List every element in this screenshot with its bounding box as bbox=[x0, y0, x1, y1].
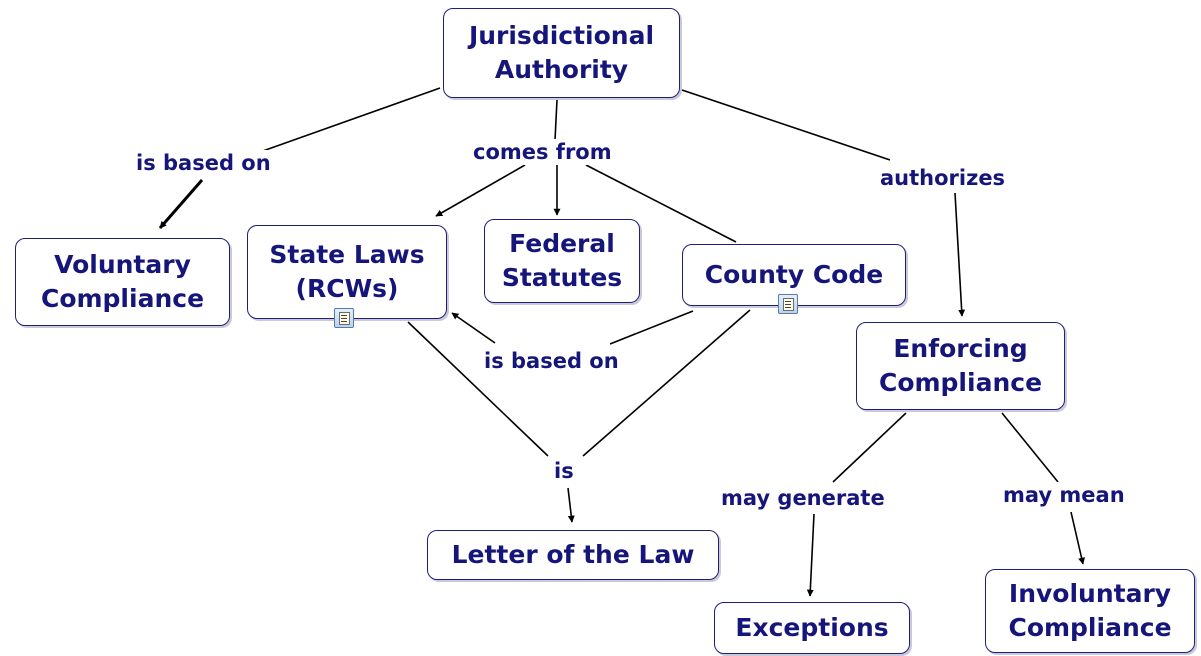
link-label-may-generate: may generate bbox=[718, 485, 888, 511]
link-label-is-based-on: is based on bbox=[133, 150, 274, 176]
line-enforcing-to-maygenerate bbox=[832, 412, 907, 483]
line-county-to-isbasedon bbox=[609, 310, 694, 345]
node-jurisdictional-authority-line1: Jurisdictional bbox=[468, 21, 655, 50]
node-federal-statutes-line1: Federal bbox=[509, 229, 615, 258]
node-letter-of-the-law[interactable]: Letter of the Law bbox=[427, 530, 719, 580]
node-involuntary-compliance[interactable]: Involuntary Compliance bbox=[985, 569, 1195, 653]
line-ja-to-isbasedon bbox=[259, 87, 441, 153]
node-voluntary-compliance-line1: Voluntary bbox=[54, 250, 191, 279]
node-state-laws[interactable]: State Laws (RCWs) bbox=[247, 225, 447, 319]
node-enforcing-compliance[interactable]: Enforcing Compliance bbox=[856, 322, 1065, 410]
line-comesfrom-to-statelaws bbox=[435, 164, 526, 217]
node-jurisdictional-authority-line2: Authority bbox=[494, 55, 629, 84]
node-federal-statutes-line2: Statutes bbox=[501, 263, 623, 292]
node-federal-statutes[interactable]: Federal Statutes bbox=[484, 219, 640, 303]
node-involuntary-compliance-line2: Compliance bbox=[1008, 613, 1172, 642]
node-exceptions-line1: Exceptions bbox=[735, 613, 889, 642]
node-enforcing-compliance-line1: Enforcing bbox=[893, 334, 1028, 363]
node-state-laws-line1: State Laws bbox=[269, 240, 425, 269]
line-is-to-letter bbox=[567, 487, 575, 523]
line-ja-to-authorizes bbox=[681, 89, 891, 161]
link-label-comes-from: comes from bbox=[470, 139, 615, 165]
line-isbasedon-to-voluntary bbox=[158, 179, 204, 229]
link-label-is-based-on-state: is based on bbox=[481, 348, 622, 374]
link-label-may-mean: may mean bbox=[1000, 482, 1128, 508]
node-jurisdictional-authority[interactable]: Jurisdictional Authority bbox=[443, 8, 680, 98]
state-laws-document-icon[interactable] bbox=[334, 308, 354, 328]
line-maygenerate-to-exceptions bbox=[806, 513, 815, 597]
line-statelaws-to-is bbox=[407, 321, 549, 457]
county-code-document-icon[interactable] bbox=[778, 294, 798, 314]
node-county-code-line1: County Code bbox=[704, 260, 884, 289]
node-letter-of-the-law-line1: Letter of the Law bbox=[451, 540, 695, 569]
node-enforcing-compliance-line2: Compliance bbox=[878, 368, 1043, 397]
line-ja-to-comesfrom bbox=[554, 99, 558, 141]
node-state-laws-line2: (RCWs) bbox=[295, 274, 399, 303]
line-authorizes-to-enforcing bbox=[954, 192, 966, 317]
line-isbasedon-to-statelaws bbox=[451, 312, 496, 344]
line-enforcing-to-maymean bbox=[1001, 412, 1059, 483]
line-maymean-to-involuntary bbox=[1070, 511, 1085, 565]
node-voluntary-compliance-line2: Compliance bbox=[40, 284, 205, 313]
line-county-to-is bbox=[582, 309, 751, 457]
node-exceptions[interactable]: Exceptions bbox=[714, 602, 910, 654]
node-involuntary-compliance-line1: Involuntary bbox=[1008, 579, 1172, 608]
link-label-authorizes: authorizes bbox=[877, 165, 1009, 191]
node-voluntary-compliance[interactable]: Voluntary Compliance bbox=[15, 238, 230, 326]
line-comesfrom-to-countycode bbox=[585, 164, 737, 243]
link-label-is: is bbox=[551, 458, 577, 484]
